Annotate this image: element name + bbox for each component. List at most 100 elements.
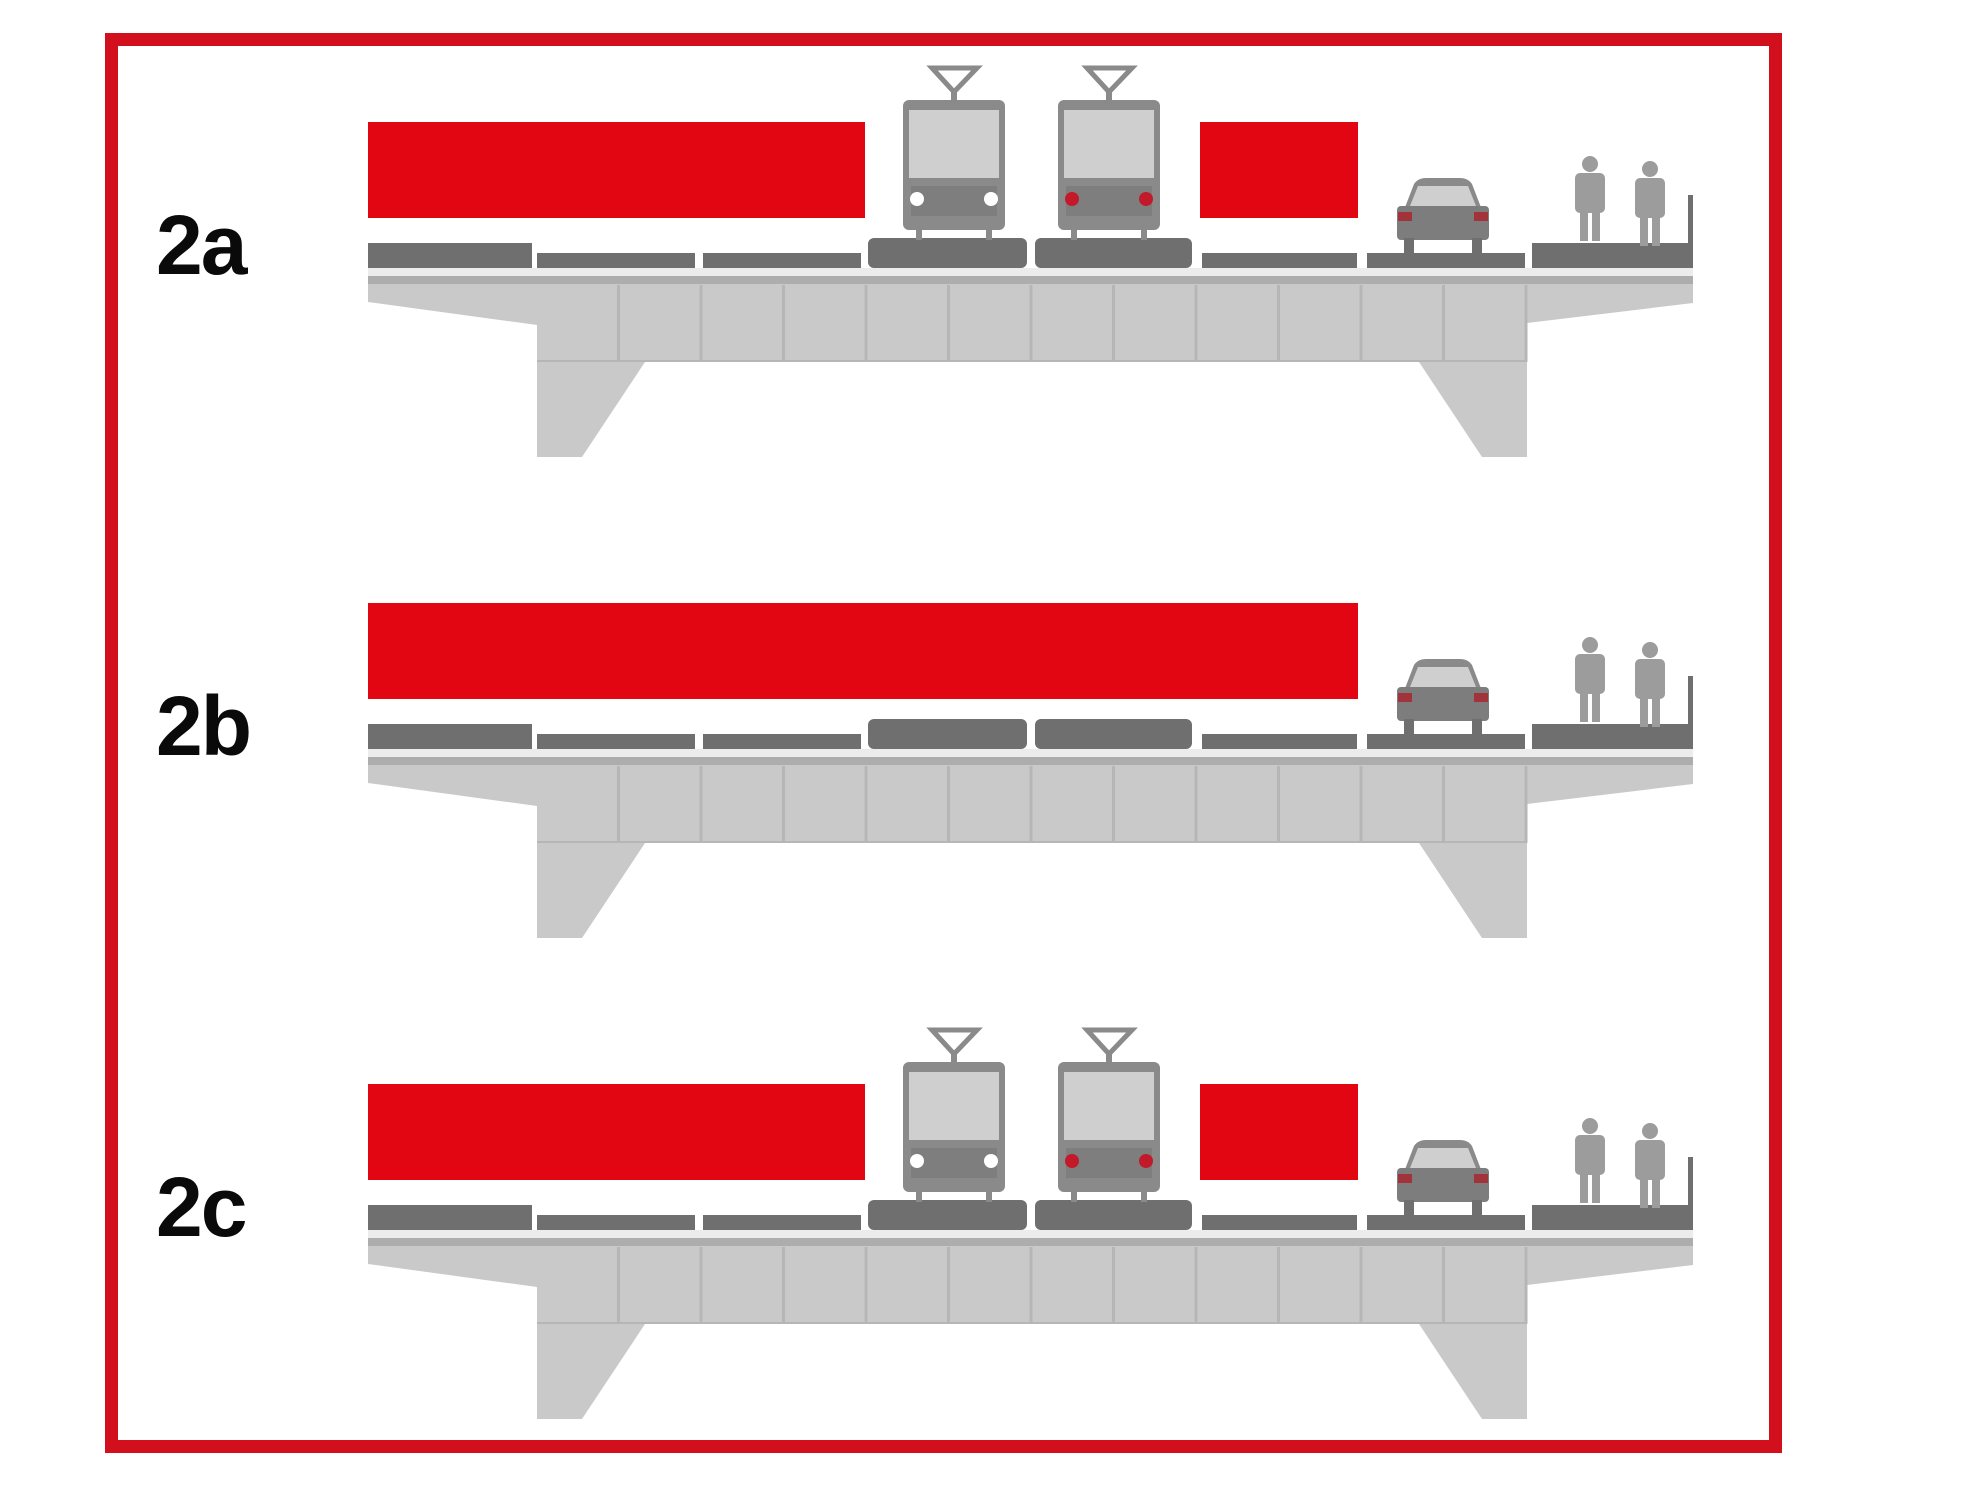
tram-light-right <box>984 192 998 206</box>
cantilever-right <box>1527 1245 1693 1285</box>
diagram-frame <box>105 33 1782 1453</box>
panel-line <box>1277 766 1280 843</box>
deck-band <box>368 276 1693 284</box>
panel-line <box>1029 766 1033 843</box>
panel-line <box>1442 285 1445 362</box>
railing-post <box>1688 676 1693 726</box>
cantilever-left <box>368 1245 537 1287</box>
sidewalk-left <box>368 243 532 268</box>
car-windshield <box>1410 667 1476 687</box>
pier-leg-right <box>1419 843 1527 938</box>
panel-line <box>1029 285 1033 362</box>
tram-window <box>1064 110 1154 178</box>
bridge-deck <box>368 268 1693 457</box>
panel-line <box>1524 766 1528 843</box>
tram-front <box>911 1148 997 1178</box>
panel-line <box>864 766 868 843</box>
deck-highlight <box>368 1230 1693 1238</box>
sidewalk-right <box>1532 1205 1693 1230</box>
pantograph <box>1081 65 1138 96</box>
cross-section-row-2c: 2c <box>0 962 1981 1443</box>
cantilever-right <box>1527 283 1693 323</box>
lane-2 <box>703 1215 861 1230</box>
track-1 <box>868 719 1027 749</box>
tram-light-left <box>1065 1154 1079 1168</box>
red-block-1 <box>368 1084 865 1180</box>
tram-front <box>1066 186 1152 216</box>
tram-icon <box>1058 65 1160 240</box>
panel-line <box>1359 766 1363 843</box>
row-label: 2b <box>156 679 252 773</box>
panel-line <box>864 285 868 362</box>
panel-line <box>1442 1247 1445 1324</box>
panel-line <box>699 1247 703 1324</box>
panel-line <box>1194 766 1198 843</box>
cantilever-left <box>368 283 537 325</box>
red-block-2 <box>1200 1084 1358 1180</box>
panel-line <box>1112 285 1115 362</box>
tram-light-left <box>910 192 924 206</box>
tram-light-left <box>1065 192 1079 206</box>
tram-icon <box>903 65 1005 240</box>
tram-light-right <box>984 1154 998 1168</box>
row-label: 2a <box>156 198 247 292</box>
tram-light-left <box>910 1154 924 1168</box>
pedestrian-head <box>1582 637 1598 653</box>
sidewalk-left <box>368 1205 532 1230</box>
panel-line <box>864 1247 868 1324</box>
panel-line <box>1194 1247 1198 1324</box>
red-block-1 <box>368 603 1358 699</box>
panel-line <box>699 285 703 362</box>
panel-line <box>1359 285 1363 362</box>
red-block-2 <box>1200 122 1358 218</box>
track-2 <box>1035 719 1192 749</box>
pedestrian-icon-2 <box>1635 161 1665 246</box>
panel-line <box>1524 1247 1528 1324</box>
car-body <box>1397 687 1489 721</box>
track-1 <box>868 1200 1027 1230</box>
panel-line <box>1359 1247 1363 1324</box>
panel-line <box>1442 766 1445 843</box>
pedestrian-torso <box>1575 173 1605 213</box>
bridge-cross-section <box>368 603 1693 938</box>
lane-car <box>1367 253 1525 268</box>
deck-highlight <box>368 268 1693 276</box>
pedestrian-torso <box>1635 1140 1665 1180</box>
girder-bottom-line <box>537 841 1527 843</box>
pier-leg-right <box>1419 362 1527 457</box>
cantilever-left <box>368 764 537 806</box>
panel-line <box>617 285 620 362</box>
tram-icon <box>903 1027 1005 1202</box>
pedestrian-head <box>1642 161 1658 177</box>
pedestrian-head <box>1582 1118 1598 1134</box>
bridge-cross-section <box>368 65 1693 457</box>
deck-band <box>368 1238 1693 1246</box>
panel-line <box>782 1247 785 1324</box>
panel-line <box>1112 1247 1115 1324</box>
pedestrian-icon-1 <box>1575 637 1605 722</box>
pedestrian-torso <box>1635 178 1665 218</box>
tram-light-right <box>1139 192 1153 206</box>
pedestrian-torso <box>1575 654 1605 694</box>
lane-car <box>1367 1215 1525 1230</box>
tram-front <box>1066 1148 1152 1178</box>
panel-line <box>699 766 703 843</box>
car-taillight-right <box>1474 1174 1488 1183</box>
car-taillight-right <box>1474 212 1488 221</box>
panel-line <box>1524 285 1528 362</box>
pedestrian-head <box>1582 156 1598 172</box>
panel-line <box>617 766 620 843</box>
lane-1 <box>537 253 695 268</box>
panel-line <box>947 766 950 843</box>
sidewalk-right <box>1532 243 1693 268</box>
track-2 <box>1035 1200 1192 1230</box>
pantograph <box>1081 1027 1138 1058</box>
pedestrian-icon-1 <box>1575 156 1605 241</box>
car-taillight-left <box>1398 212 1412 221</box>
cross-section-row-2a: 2a <box>0 0 1981 481</box>
lane-car <box>1367 734 1525 749</box>
tram-icon <box>1058 1027 1160 1202</box>
panel-line <box>947 285 950 362</box>
car-windshield <box>1410 186 1476 206</box>
railing-post <box>1688 195 1693 245</box>
